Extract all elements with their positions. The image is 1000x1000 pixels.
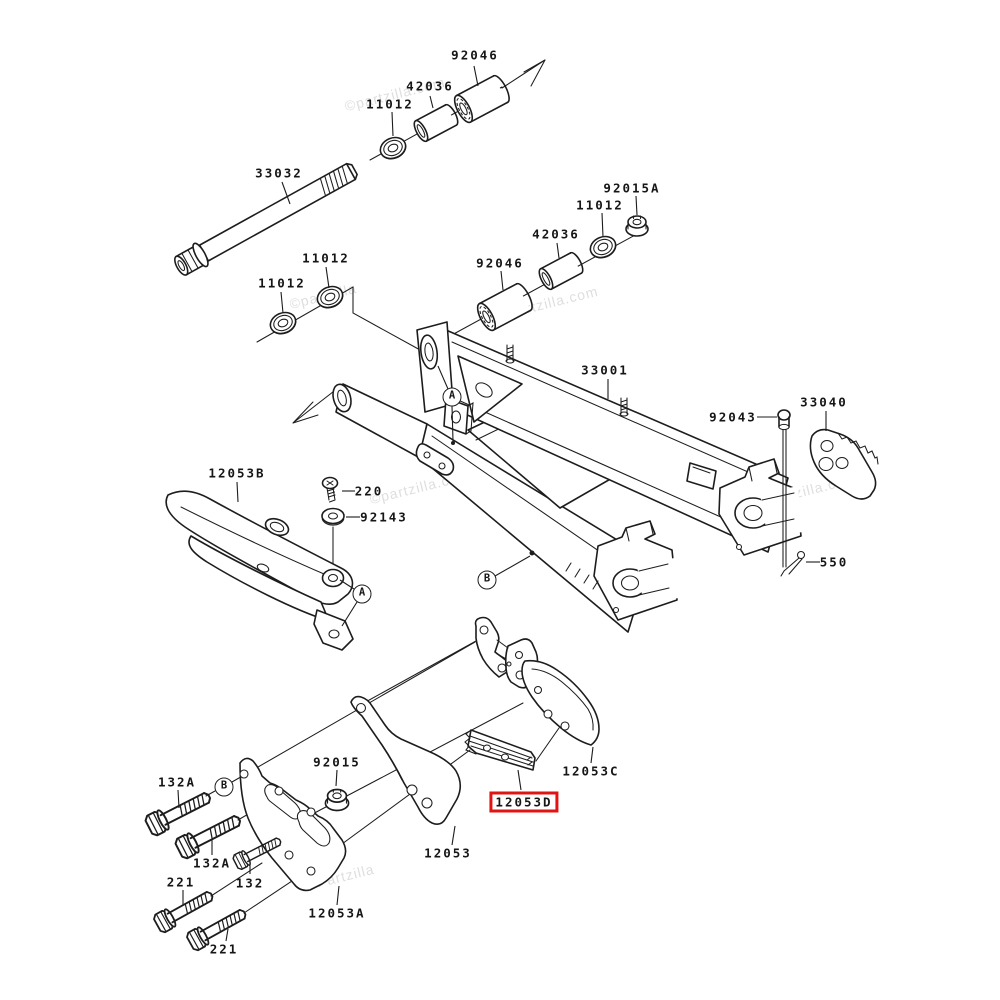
screw-220-drawing: [321, 476, 339, 503]
guide-bracket-12053-drawing: [350, 695, 462, 825]
bearing-92046-drawings: [453, 74, 533, 332]
sleeve-42036-drawings: [413, 103, 584, 291]
direction-arrow-mid-left: [292, 401, 319, 424]
adjuster-plate-33040-drawing: [809, 428, 879, 500]
stud-detail: [505, 344, 629, 417]
bolt-132a-1-drawing: [142, 785, 216, 838]
pin-92043-drawing: [777, 409, 791, 568]
cotter-pin-550-drawing: [780, 550, 806, 577]
bolt-132a-2-drawing: [172, 808, 246, 861]
bolt-221-2-drawing: [184, 903, 251, 953]
direction-arrow-top-right: [501, 59, 546, 89]
guide-guard-12053c-drawing: [521, 659, 600, 746]
guide-plate-12053a-drawing: [239, 757, 347, 892]
collar-92143-drawing: [321, 507, 345, 526]
seal-11012-drawings: [269, 136, 617, 335]
bolt-221-1-drawing: [151, 885, 218, 935]
label-leader-lines: [177, 65, 827, 942]
chain-slider-12053b-drawing: [165, 490, 354, 651]
wear-pad-12053d-drawing: [464, 729, 536, 771]
pivot-shaft-33032-drawing: [174, 162, 358, 276]
nut-92015a-drawing: [625, 215, 649, 237]
nut-92015-drawing: [324, 788, 350, 812]
marker-connectors: [339, 365, 531, 627]
swingarm-33001-drawing: [332, 321, 802, 633]
